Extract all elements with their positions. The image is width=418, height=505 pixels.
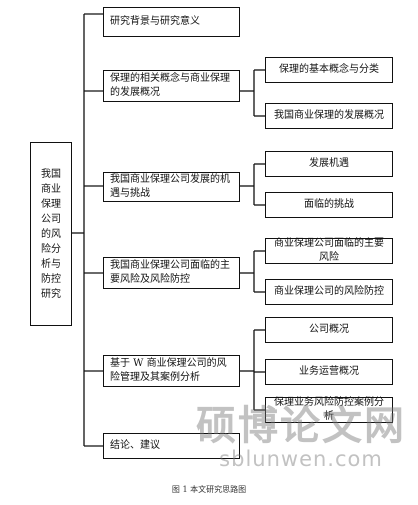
subsection-label: 公司概况: [309, 324, 349, 335]
subsection-label: 保理业务风险防控案例分析: [274, 397, 384, 422]
section-box-concepts: 保理的相关概念与商业保理的发展概况: [103, 70, 240, 102]
subsection-label: 我国商业保理的发展概况: [274, 110, 384, 121]
subsection-box: 我国商业保理的发展概况: [265, 103, 393, 129]
section-box-case-study: 基于 W 商业保理公司的风险管理及其案例分析: [103, 355, 240, 387]
section-label: 研究背景与研究意义: [110, 16, 200, 27]
subsection-box: 商业保理公司的风险防控: [265, 279, 393, 305]
subsection-label: 发展机遇: [309, 158, 349, 169]
subsection-box: 保理业务风险防控案例分析: [265, 397, 393, 423]
section-box-opportunities: 我国商业保理公司发展的机遇与挑战: [103, 172, 240, 202]
section-box-risks: 我国商业保理公司面临的主要风险及风险防控: [103, 257, 240, 289]
subsection-box: 业务运营概况: [265, 359, 393, 385]
subsection-box: 面临的挑战: [265, 192, 393, 218]
subsection-box: 保理的基本概念与分类: [265, 57, 393, 83]
subsection-label: 商业保理公司的风险防控: [274, 286, 384, 297]
figure-caption: 图 1 本文研究思路图: [171, 485, 247, 494]
section-label: 基于 W 商业保理公司的风险管理及其案例分析: [110, 358, 227, 383]
section-label: 我国商业保理公司发展的机遇与挑战: [110, 174, 230, 199]
root-topic-box: 我国商业保理公司的风险分析与防控研究: [30, 142, 72, 326]
root-topic-label: 我国商业保理公司的风险分析与防控研究: [41, 168, 61, 300]
subsection-label: 保理的基本概念与分类: [279, 64, 379, 75]
section-label: 我国商业保理公司面临的主要风险及风险防控: [110, 260, 230, 285]
subsection-box: 公司概况: [265, 317, 393, 343]
subsection-box: 商业保理公司面临的主要风险: [265, 238, 393, 264]
section-box-background: 研究背景与研究意义: [103, 7, 240, 37]
section-box-conclusion: 结论、建议: [103, 433, 240, 459]
section-label: 保理的相关概念与商业保理的发展概况: [110, 73, 230, 98]
subsection-box: 发展机遇: [265, 151, 393, 177]
subsection-label: 商业保理公司面临的主要风险: [274, 238, 384, 263]
subsection-label: 面临的挑战: [304, 199, 354, 210]
subsection-label: 业务运营概况: [299, 366, 359, 377]
section-label: 结论、建议: [110, 440, 160, 451]
